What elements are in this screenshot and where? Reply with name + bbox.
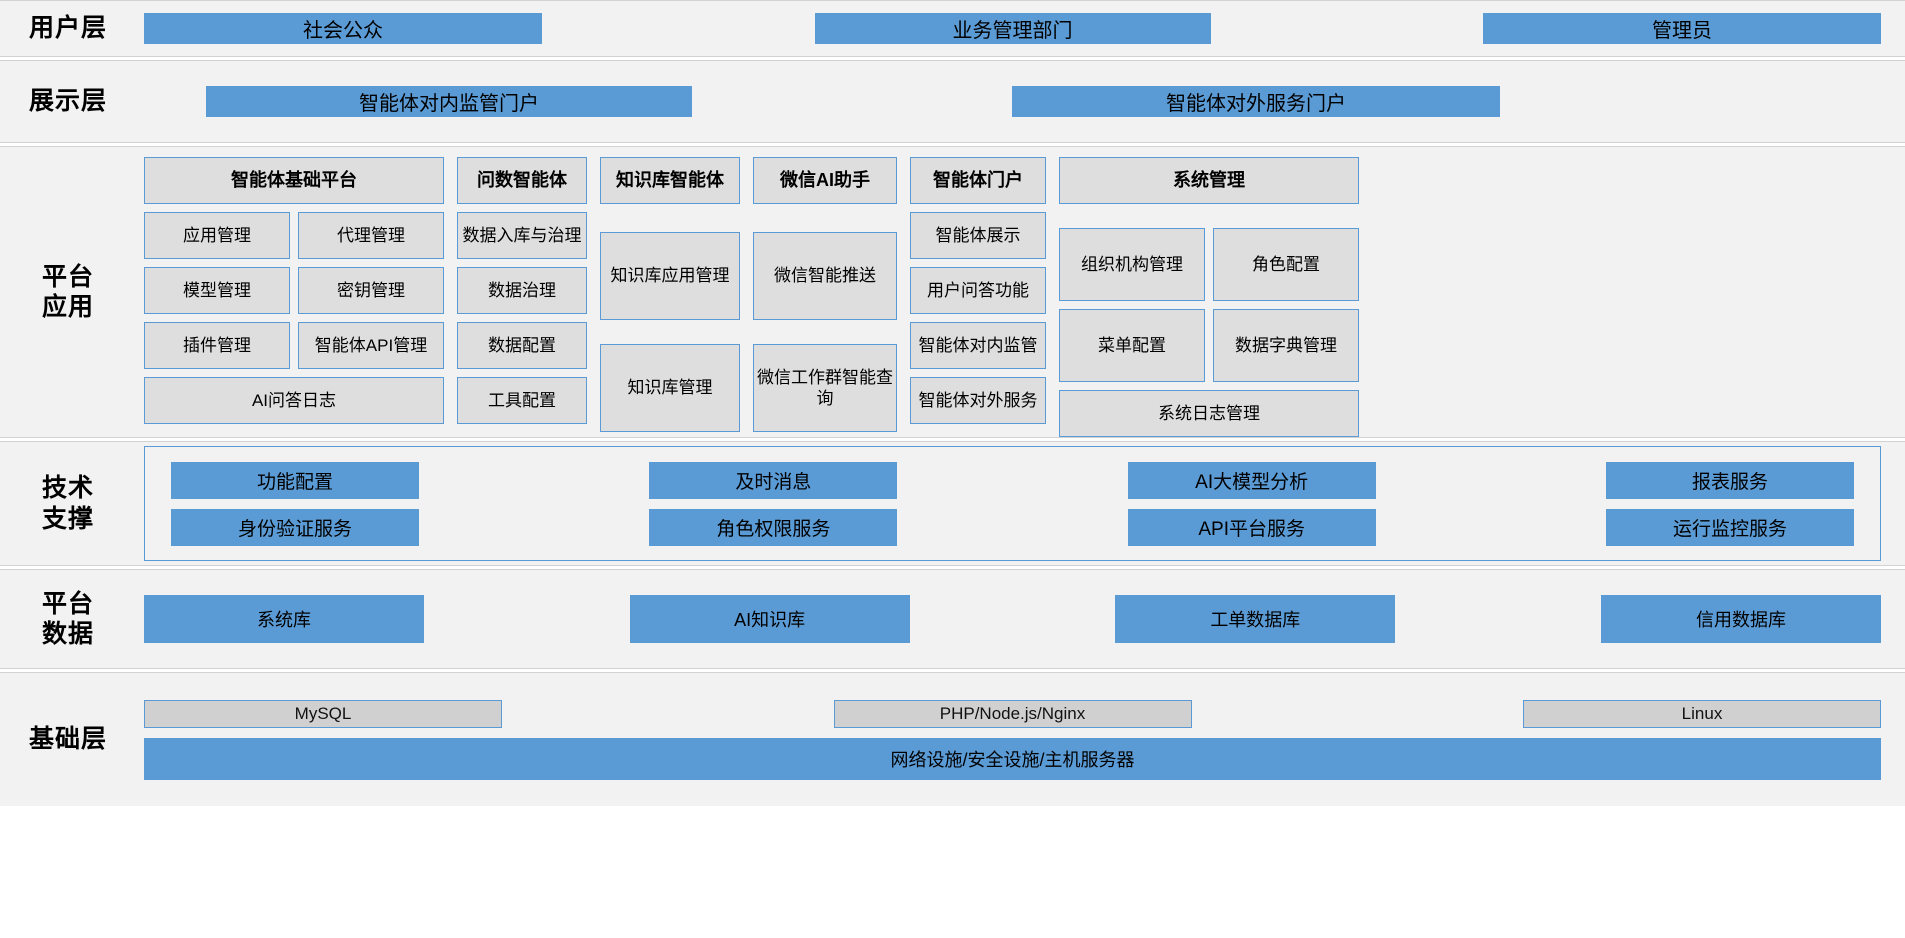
app-item-application-management[interactable]: 应用管理 <box>144 212 290 259</box>
data-box-system-db[interactable]: 系统库 <box>144 595 424 643</box>
layer-platform-data: 平台 数据 系统库 AI知识库 工单数据库 信用数据库 <box>0 569 1905 669</box>
app-item-data-governance[interactable]: 数据治理 <box>457 267 587 314</box>
app-item-agent-internal-supervision[interactable]: 智能体对内监管 <box>910 322 1046 369</box>
app-item-data-ingest-governance[interactable]: 数据入库与治理 <box>457 212 587 259</box>
data-box-ai-knowledge-db[interactable]: AI知识库 <box>629 595 910 643</box>
app-head-system-management[interactable]: 系统管理 <box>1059 157 1359 204</box>
infra-item-php-node-nginx[interactable]: PHP/Node.js/Nginx <box>833 699 1192 728</box>
app-item-model-management[interactable]: 模型管理 <box>144 267 290 314</box>
app-head-agent-portal[interactable]: 智能体门户 <box>910 157 1046 204</box>
app-item-wechat-group-smart-query[interactable]: 微信工作群智能查询 <box>753 344 897 432</box>
layer-label-presentation: 展示层 <box>28 87 107 116</box>
infra-item-mysql[interactable]: MySQL <box>144 699 502 728</box>
app-item-tool-configuration[interactable]: 工具配置 <box>457 377 587 424</box>
app-item-wechat-smart-push[interactable]: 微信智能推送 <box>753 232 897 320</box>
layer-presentation: 展示层 智能体对内监管门户 智能体对外服务门户 <box>0 60 1905 143</box>
layer-body-technical-support: 功能配置 及时消息 AI大模型分析 报表服务 身份验证服务 角色权限服务 API… <box>136 442 1905 565</box>
technical-support-row-2: 身份验证服务 角色权限服务 API平台服务 运行监控服务 <box>171 508 1854 546</box>
layer-body-user: 社会公众 业务管理部门 管理员 <box>136 1 1905 56</box>
tech-item-operation-monitor-service[interactable]: 运行监控服务 <box>1605 508 1854 546</box>
portal-internal-supervision[interactable]: 智能体对内监管门户 <box>206 86 692 117</box>
layer-user: 用户层 社会公众 业务管理部门 管理员 <box>0 0 1905 57</box>
app-item-data-dictionary-management[interactable]: 数据字典管理 <box>1213 309 1359 382</box>
app-item-kb-management[interactable]: 知识库管理 <box>600 344 740 432</box>
layer-label-technical-support: 技术 支撑 <box>41 474 94 533</box>
technical-support-frame: 功能配置 及时消息 AI大模型分析 报表服务 身份验证服务 角色权限服务 API… <box>144 446 1881 561</box>
app-item-agent-api-management[interactable]: 智能体API管理 <box>298 322 444 369</box>
app-item-agent-management[interactable]: 代理管理 <box>298 212 444 259</box>
tech-item-role-permission-service[interactable]: 角色权限服务 <box>649 508 898 546</box>
app-item-role-configuration[interactable]: 角色配置 <box>1213 228 1359 301</box>
layer-infrastructure: 基础层 MySQL PHP/Node.js/Nginx Linux 网络设施/安… <box>0 672 1905 806</box>
portal-external-service[interactable]: 智能体对外服务门户 <box>1012 86 1500 117</box>
app-item-agent-showcase[interactable]: 智能体展示 <box>910 212 1046 259</box>
app-column-wechat-ai-assistant: 微信AI助手 微信智能推送 微信工作群智能查询 <box>753 157 897 432</box>
app-item-agent-external-service[interactable]: 智能体对外服务 <box>910 377 1046 424</box>
app-item-org-structure-management[interactable]: 组织机构管理 <box>1059 228 1205 301</box>
app-head-agent-base-platform[interactable]: 智能体基础平台 <box>144 157 444 204</box>
tech-item-identity-auth-service[interactable]: 身份验证服务 <box>171 508 419 546</box>
app-head-wechat-ai-assistant[interactable]: 微信AI助手 <box>753 157 897 204</box>
app-item-plugin-management[interactable]: 插件管理 <box>144 322 290 369</box>
layer-label-user: 用户层 <box>28 14 107 43</box>
app-column-system-management: 系统管理 组织机构管理 角色配置 菜单配置 数据字典管理 系统日志管理 <box>1059 157 1359 437</box>
tech-item-api-platform-service[interactable]: API平台服务 <box>1127 508 1376 546</box>
tech-item-function-configuration[interactable]: 功能配置 <box>171 461 419 499</box>
layer-body-infrastructure: MySQL PHP/Node.js/Nginx Linux 网络设施/安全设施/… <box>136 673 1905 806</box>
technical-support-row-1: 功能配置 及时消息 AI大模型分析 报表服务 <box>171 461 1854 499</box>
app-item-kb-application-management[interactable]: 知识库应用管理 <box>600 232 740 320</box>
layer-body-platform-application: 智能体基础平台 应用管理 代理管理 模型管理 密钥管理 插件管理 智能体API管… <box>136 147 1905 437</box>
layer-label-infrastructure: 基础层 <box>28 725 107 754</box>
app-column-knowledge-base-agent: 知识库智能体 知识库应用管理 知识库管理 <box>600 157 740 432</box>
app-item-user-qa-function[interactable]: 用户问答功能 <box>910 267 1046 314</box>
data-box-credit-db[interactable]: 信用数据库 <box>1600 595 1881 643</box>
infra-item-network-security-host-server[interactable]: 网络设施/安全设施/主机服务器 <box>144 737 1881 780</box>
layer-body-platform-data: 系统库 AI知识库 工单数据库 信用数据库 <box>136 570 1905 668</box>
app-column-agent-portal: 智能体门户 智能体展示 用户问答功能 智能体对内监管 智能体对外服务 <box>910 157 1046 424</box>
user-box-department[interactable]: 业务管理部门 <box>814 13 1211 44</box>
app-item-secret-key-management[interactable]: 密钥管理 <box>298 267 444 314</box>
app-column-agent-base-platform: 智能体基础平台 应用管理 代理管理 模型管理 密钥管理 插件管理 智能体API管… <box>144 157 444 424</box>
app-head-data-query-agent[interactable]: 问数智能体 <box>457 157 587 204</box>
data-box-work-order-db[interactable]: 工单数据库 <box>1115 595 1396 643</box>
app-item-data-configuration[interactable]: 数据配置 <box>457 322 587 369</box>
infra-item-linux[interactable]: Linux <box>1523 699 1881 728</box>
app-item-system-log-management[interactable]: 系统日志管理 <box>1059 390 1359 437</box>
layer-body-presentation: 智能体对内监管门户 智能体对外服务门户 <box>136 61 1905 142</box>
layer-technical-support: 技术 支撑 功能配置 及时消息 AI大模型分析 报表服务 身份验证服务 角色权限… <box>0 441 1905 566</box>
app-item-ai-qa-log[interactable]: AI问答日志 <box>144 377 444 424</box>
layer-label-platform-application: 平台 应用 <box>41 262 94 322</box>
tech-item-ai-large-model-analysis[interactable]: AI大模型分析 <box>1127 461 1376 499</box>
user-box-admin[interactable]: 管理员 <box>1483 13 1881 44</box>
tech-item-report-service[interactable]: 报表服务 <box>1605 461 1854 499</box>
app-item-menu-configuration[interactable]: 菜单配置 <box>1059 309 1205 382</box>
user-box-public[interactable]: 社会公众 <box>144 13 542 44</box>
infrastructure-row-software: MySQL PHP/Node.js/Nginx Linux <box>144 699 1881 728</box>
app-head-knowledge-base-agent[interactable]: 知识库智能体 <box>600 157 740 204</box>
layer-platform-application: 平台 应用 智能体基础平台 应用管理 代理管理 模型管理 密钥管理 插件管理 智… <box>0 146 1905 438</box>
layer-label-platform-data: 平台 数据 <box>41 589 94 649</box>
app-column-data-query-agent: 问数智能体 数据入库与治理 数据治理 数据配置 工具配置 <box>457 157 587 424</box>
tech-item-instant-message[interactable]: 及时消息 <box>649 461 898 499</box>
